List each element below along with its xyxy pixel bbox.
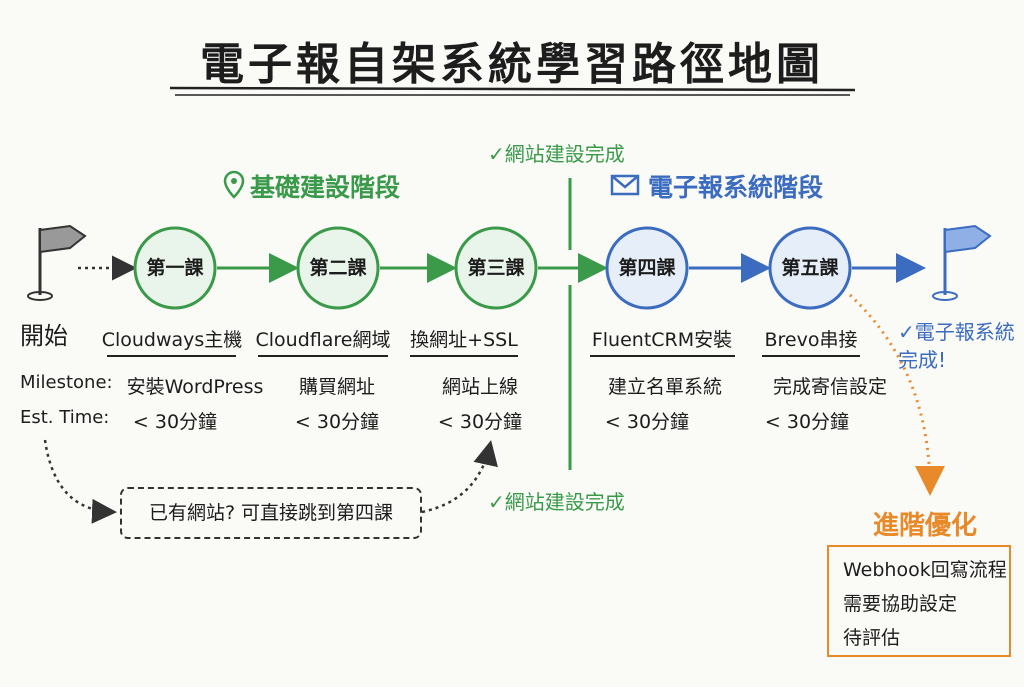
envelope-icon bbox=[610, 174, 640, 196]
lesson-5-time: < 30分鐘 bbox=[764, 411, 850, 433]
lesson-1-circle[interactable]: 第一課 bbox=[146, 257, 204, 279]
start-label: 開始 bbox=[20, 322, 68, 350]
lesson-5-name: Brevo串接 bbox=[764, 329, 858, 351]
lesson-5-circle[interactable]: 第五課 bbox=[781, 257, 839, 279]
phase-label-newsletter: 電子報系統階段 bbox=[648, 173, 824, 202]
lesson-3-name: 換網址+SSL bbox=[410, 329, 518, 351]
skip-note: 已有網站? 可直接跳到第四課 bbox=[120, 487, 422, 539]
lesson-3-milestone: 網站上線 bbox=[441, 376, 518, 398]
lesson-5-milestone: 完成寄信設定 bbox=[772, 376, 887, 398]
start-flag-icon bbox=[27, 224, 87, 301]
checkpoint-top: ✓網站建設完成 bbox=[488, 142, 625, 166]
lesson-1-time: < 30分鐘 bbox=[132, 411, 218, 433]
advanced-box: Webhook回寫流程 需要協助設定 待評估 bbox=[827, 545, 1011, 657]
lesson-3-circle[interactable]: 第三課 bbox=[467, 257, 525, 279]
lesson-4-circle[interactable]: 第四課 bbox=[618, 257, 676, 279]
advanced-item: 待評估 bbox=[843, 627, 901, 649]
finish-label: ✓電子報系統完成! bbox=[898, 320, 1015, 372]
lesson-1-name: Cloudways主機 bbox=[101, 329, 243, 351]
finish-flag-icon bbox=[932, 224, 992, 301]
checkpoint-bottom: ✓網站建設完成 bbox=[488, 490, 625, 514]
map-pin-icon bbox=[223, 170, 245, 199]
lesson-2-time: < 30分鐘 bbox=[294, 411, 380, 433]
page-title: 電子報自架系統學習路徑地圖 bbox=[200, 39, 824, 90]
lesson-1-milestone: 安裝WordPress bbox=[126, 376, 264, 398]
lesson-2-milestone: 購買網址 bbox=[298, 376, 375, 398]
lesson-4-milestone: 建立名單系統 bbox=[607, 376, 722, 398]
time-label: Est. Time: bbox=[20, 407, 110, 428]
lesson-3-time: < 30分鐘 bbox=[437, 411, 523, 433]
advanced-item: 需要協助設定 bbox=[843, 593, 958, 615]
lesson-4-time: < 30分鐘 bbox=[604, 411, 690, 433]
title-underline bbox=[169, 86, 856, 92]
lesson-2-name: Cloudflare網域 bbox=[255, 329, 391, 351]
advanced-title: 進階優化 bbox=[872, 511, 977, 541]
phase-label-foundation: 基礎建設階段 bbox=[250, 173, 401, 202]
advanced-item: Webhook回寫流程 bbox=[843, 559, 1007, 581]
lesson-2-circle[interactable]: 第二課 bbox=[309, 257, 367, 279]
milestone-label: Milestone: bbox=[20, 372, 113, 393]
lesson-4-name: FluentCRM安裝 bbox=[591, 329, 733, 351]
